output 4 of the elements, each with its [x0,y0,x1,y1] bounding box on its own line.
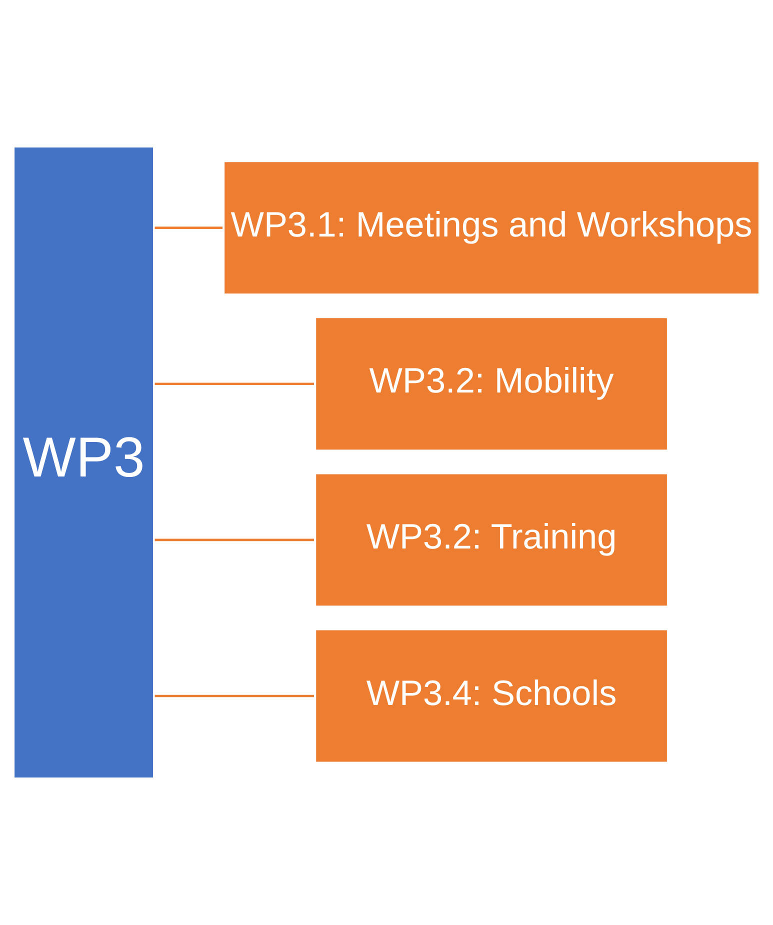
connector [154,382,314,386]
connector [154,694,314,698]
connector [154,226,223,229]
connector [154,538,314,542]
